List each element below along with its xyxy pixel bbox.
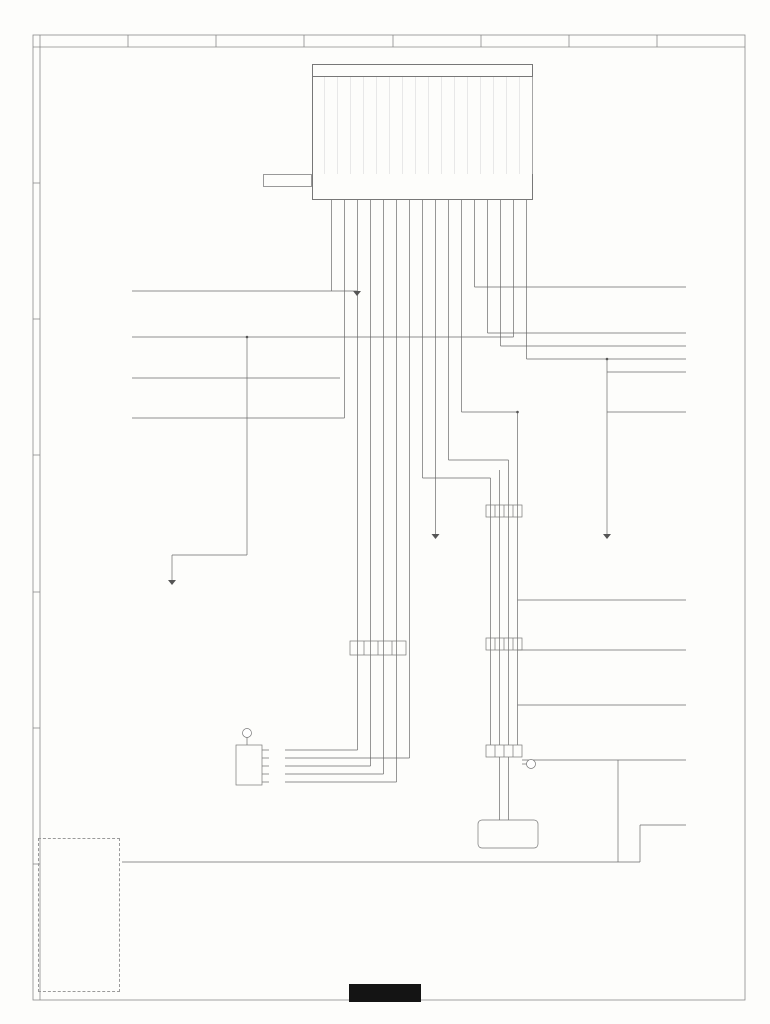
ground-symbol-g21 bbox=[353, 291, 361, 296]
splice-node-circle bbox=[242, 728, 252, 738]
headlight-body-box bbox=[477, 819, 539, 849]
ground-symbols bbox=[168, 291, 611, 585]
ground-symbol-pdu-stud bbox=[168, 580, 176, 585]
ground-symbol-pdu-7w bbox=[603, 534, 611, 539]
ground-symbol-pdu-15 bbox=[431, 534, 440, 539]
starter-sol-dashed-box bbox=[38, 838, 120, 992]
splice-node-circle bbox=[526, 759, 536, 769]
junction-dot bbox=[605, 357, 609, 361]
harness-connector-label bbox=[263, 174, 312, 187]
key-switch-body bbox=[235, 744, 263, 786]
connector-title bbox=[312, 64, 533, 77]
component-outlines bbox=[235, 504, 539, 849]
sheet-number-box bbox=[349, 984, 421, 1002]
junction-dot bbox=[245, 335, 249, 339]
junction-dot bbox=[516, 410, 519, 414]
wires bbox=[122, 200, 686, 863]
connector-column-grid bbox=[312, 77, 533, 174]
